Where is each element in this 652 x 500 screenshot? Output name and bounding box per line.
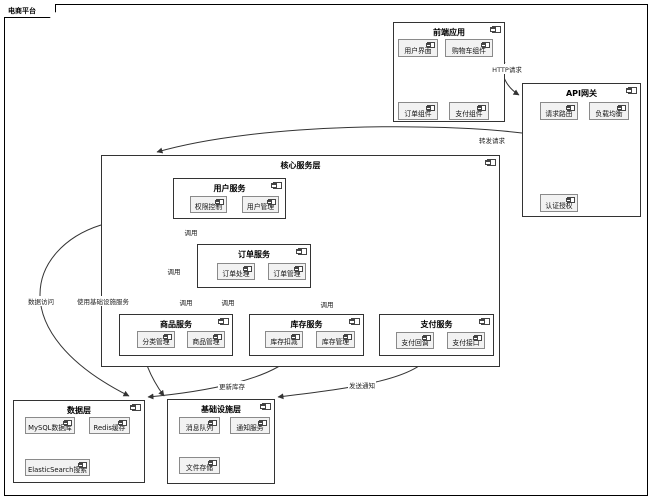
component-icon bbox=[425, 42, 435, 48]
edge-label-update-inventory: 更新库存 bbox=[218, 381, 246, 391]
component-icon bbox=[162, 334, 172, 340]
component-icon bbox=[212, 334, 222, 340]
uml-frame-border bbox=[4, 4, 648, 496]
component-icon bbox=[290, 334, 300, 340]
node-title: 核心服务层 bbox=[280, 161, 321, 170]
component-user-management[interactable]: 用户管理 bbox=[242, 196, 279, 213]
component-payment-callback[interactable]: 支付回调 bbox=[396, 332, 434, 349]
node-frontend-app[interactable]: 前端应用 用户界面 购物车组件 订单组件 支付组件 bbox=[393, 22, 505, 122]
component-notification-service[interactable]: 通知服务 bbox=[230, 417, 270, 434]
component-icon bbox=[214, 199, 224, 205]
edge-label-use-infrastructure: 使用基础设施服务 bbox=[76, 296, 130, 306]
component-icon bbox=[342, 334, 352, 340]
edge-label-data-access: 数据访问 bbox=[27, 296, 55, 306]
component-icon bbox=[271, 182, 282, 189]
edge-label-http-request: HTTP请求 bbox=[491, 64, 523, 74]
component-icon bbox=[349, 318, 360, 325]
component-order-processing[interactable]: 订单处理 bbox=[217, 263, 255, 280]
component-icon bbox=[207, 460, 217, 466]
component-category-management[interactable]: 分类管理 bbox=[137, 331, 175, 348]
component-inventory-management[interactable]: 库存管理 bbox=[316, 331, 355, 348]
component-icon bbox=[616, 105, 626, 111]
frame-title: 电商平台 bbox=[8, 7, 36, 15]
component-icon bbox=[266, 199, 276, 205]
component-payment-widget[interactable]: 支付组件 bbox=[449, 102, 489, 120]
edge-label-forward-request: 转发请求 bbox=[478, 135, 506, 145]
edge-label-call-3: 调用 bbox=[178, 297, 194, 307]
edge-label-call-5: 调用 bbox=[319, 299, 335, 309]
node-title: 支付服务 bbox=[420, 320, 453, 329]
component-cart-widget[interactable]: 购物车组件 bbox=[445, 39, 493, 57]
node-title: 前端应用 bbox=[433, 28, 465, 37]
component-icon bbox=[490, 26, 501, 33]
service-user[interactable]: 用户服务 权限控制 用户管理 bbox=[173, 178, 286, 219]
component-auth[interactable]: 认证授权 bbox=[540, 194, 578, 212]
node-title: 库存服务 bbox=[290, 320, 323, 329]
node-title: 基础设施层 bbox=[201, 405, 241, 414]
node-data-layer[interactable]: 数据层 MySQL数据库 Redis缓存 ElasticSearch搜索 bbox=[13, 400, 145, 483]
component-icon bbox=[485, 159, 496, 166]
service-order[interactable]: 订单服务 订单处理 订单管理 bbox=[197, 244, 311, 288]
component-icon bbox=[626, 87, 637, 94]
service-payment[interactable]: 支付服务 支付回调 支付接口 bbox=[379, 314, 494, 356]
component-elasticsearch[interactable]: ElasticSearch搜索 bbox=[25, 459, 90, 476]
component-icon bbox=[62, 420, 72, 426]
component-load-balancing[interactable]: 负载均衡 bbox=[589, 102, 629, 120]
node-infrastructure-layer[interactable]: 基础设施层 消息队列 通知服务 文件存储 bbox=[167, 399, 275, 484]
node-core-service-layer[interactable]: 核心服务层 用户服务 权限控制 用户管理 订单服务 订单处理 订单管理 bbox=[101, 155, 500, 367]
component-icon bbox=[296, 248, 307, 255]
component-icon bbox=[472, 335, 482, 341]
component-icon bbox=[117, 420, 127, 426]
component-icon bbox=[476, 105, 486, 111]
component-icon bbox=[130, 404, 141, 411]
component-icon bbox=[479, 318, 490, 325]
node-title: 订单服务 bbox=[238, 250, 270, 259]
component-order-management[interactable]: 订单管理 bbox=[268, 263, 306, 280]
edge-gateway-core bbox=[156, 126, 523, 154]
component-message-queue[interactable]: 消息队列 bbox=[179, 417, 220, 434]
component-icon bbox=[565, 105, 575, 111]
component-icon bbox=[77, 462, 87, 468]
component-icon bbox=[260, 403, 271, 410]
edge-label-call-4: 调用 bbox=[220, 297, 236, 307]
component-mysql-database[interactable]: MySQL数据库 bbox=[25, 417, 75, 434]
edge-label-call-1: 调用 bbox=[183, 227, 199, 237]
node-title: 商品服务 bbox=[160, 320, 192, 329]
component-icon bbox=[242, 266, 252, 272]
component-file-storage[interactable]: 文件存储 bbox=[179, 457, 220, 474]
component-icon bbox=[425, 105, 435, 111]
node-title: 用户服务 bbox=[213, 184, 246, 193]
component-redis-cache[interactable]: Redis缓存 bbox=[89, 417, 130, 434]
component-icon bbox=[293, 266, 303, 272]
component-inventory-deduction[interactable]: 库存扣减 bbox=[265, 331, 303, 348]
component-payment-api[interactable]: 支付接口 bbox=[447, 332, 485, 349]
node-title: 数据层 bbox=[67, 406, 91, 415]
component-icon bbox=[257, 420, 267, 426]
service-inventory[interactable]: 库存服务 库存扣减 库存管理 bbox=[249, 314, 364, 356]
component-product-management[interactable]: 商品管理 bbox=[187, 331, 225, 348]
component-user-interface[interactable]: 用户界面 bbox=[398, 39, 438, 57]
component-icon bbox=[565, 197, 575, 203]
component-request-routing[interactable]: 请求路由 bbox=[540, 102, 578, 120]
component-order-widget[interactable]: 订单组件 bbox=[398, 102, 438, 120]
component-icon bbox=[218, 318, 229, 325]
frame-title-tab bbox=[4, 4, 56, 18]
service-product[interactable]: 商品服务 分类管理 商品管理 bbox=[119, 314, 233, 356]
edge-label-send-notification: 发送通知 bbox=[348, 380, 376, 390]
component-permission-control[interactable]: 权限控制 bbox=[190, 196, 227, 213]
node-api-gateway[interactable]: API网关 请求路由 负载均衡 认证授权 bbox=[522, 83, 641, 217]
component-icon bbox=[480, 42, 490, 48]
edge-label-call-2: 调用 bbox=[166, 266, 182, 276]
component-icon bbox=[421, 335, 431, 341]
node-title: API网关 bbox=[565, 89, 598, 98]
component-icon bbox=[207, 420, 217, 426]
edge-core-data bbox=[39, 224, 130, 397]
